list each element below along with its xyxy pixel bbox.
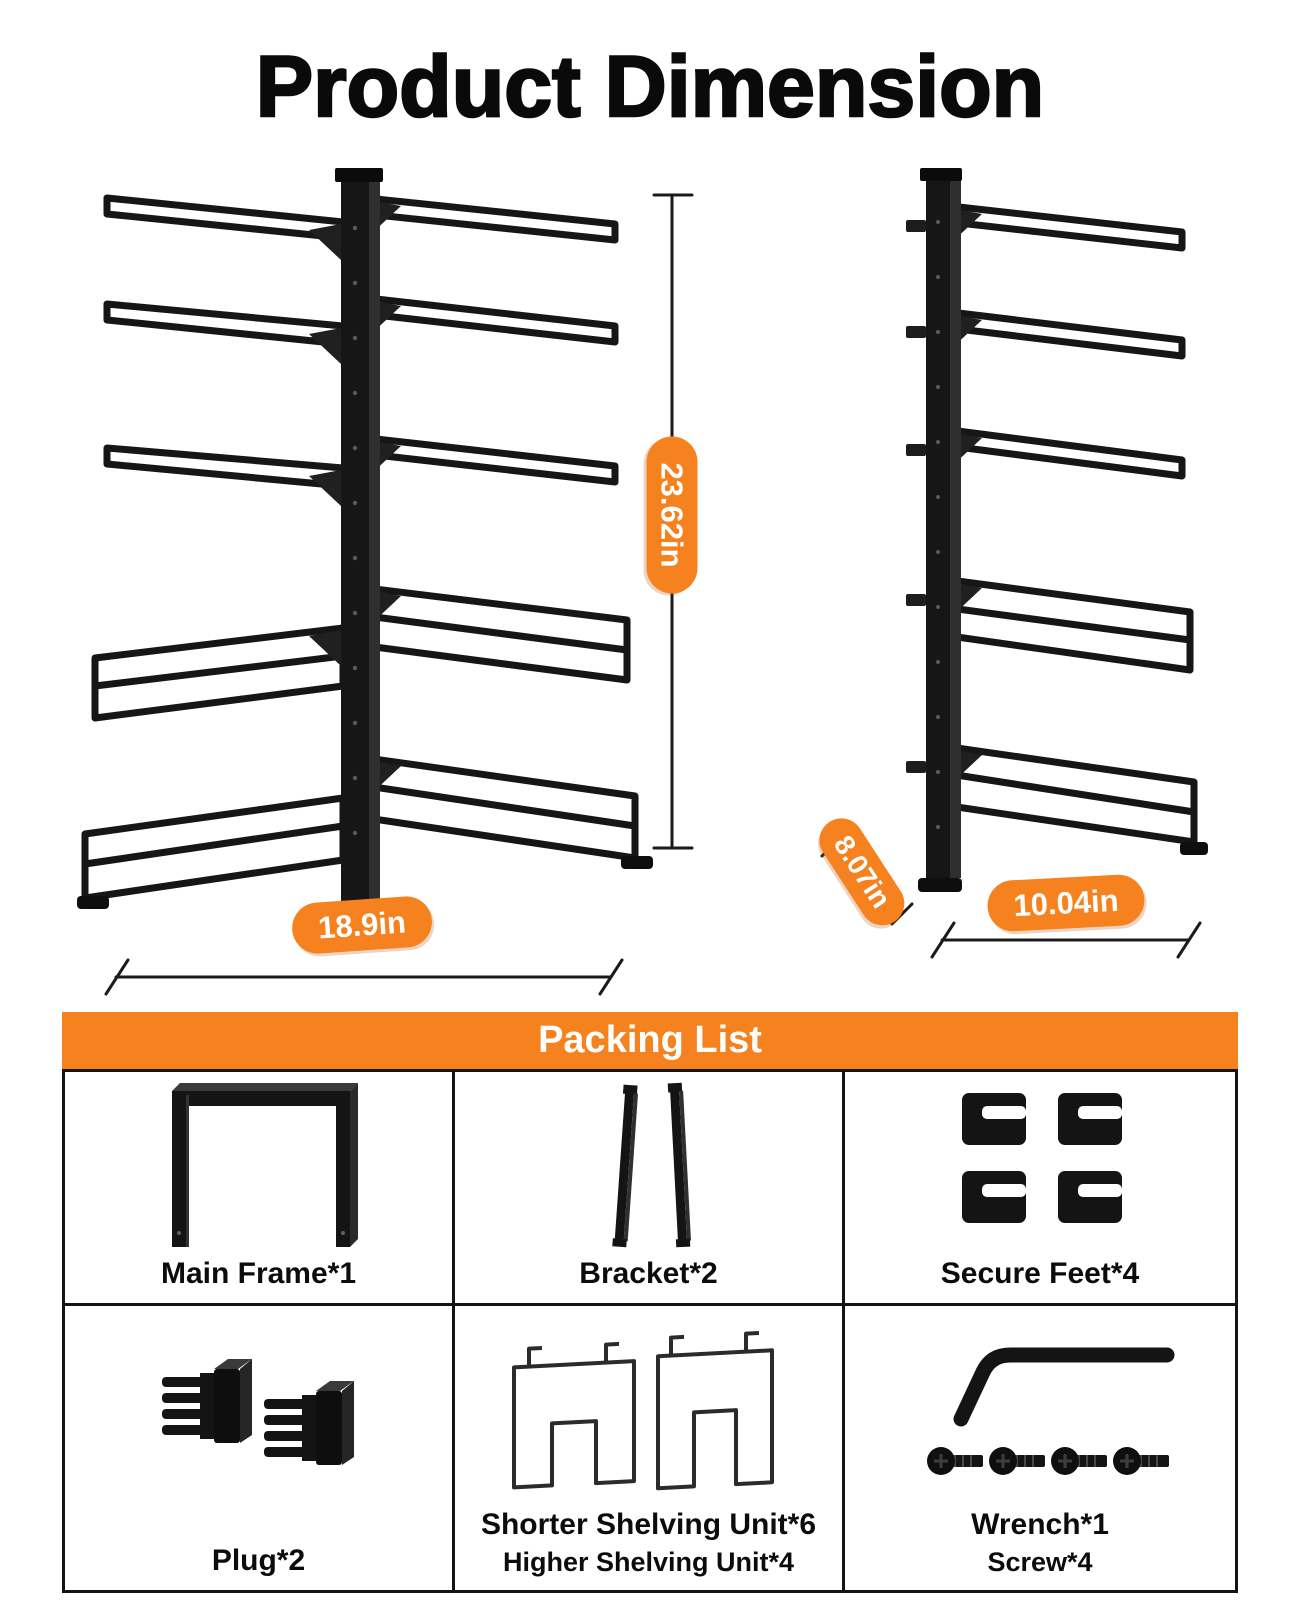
- plug-icon: [161, 1358, 354, 1465]
- wrench-screw-icon: [927, 1347, 1175, 1475]
- packing-item-wrench-screw: Wrench*1 Screw*4: [845, 1306, 1235, 1590]
- packing-list-title: Packing List: [538, 1019, 762, 1061]
- pot-rack-side-view: [906, 168, 1208, 892]
- width-dimension-badge: 18.9in: [290, 894, 434, 956]
- main-frame-icon: [171, 1083, 358, 1248]
- page-title: Product Dimension: [255, 38, 1046, 137]
- packing-item-shelving-units: Shorter Shelving Unit*6 Higher Shelving …: [455, 1306, 845, 1590]
- packing-item-label: Wrench*1: [971, 1507, 1109, 1541]
- packing-item-secure-feet: Secure Feet*4: [845, 1072, 1235, 1306]
- side-width-dimension-badge: 10.04in: [986, 873, 1146, 933]
- packing-item-plug: Plug*2: [65, 1306, 455, 1590]
- post-holes: [936, 220, 940, 829]
- screws: [927, 1446, 1169, 1475]
- height-dimension-badge: 23.62in: [646, 436, 698, 594]
- packing-item-label-2: Screw*4: [987, 1547, 1093, 1578]
- packing-item-label: Secure Feet*4: [940, 1256, 1140, 1290]
- post-holes: [352, 225, 358, 836]
- secure-feet-icon: [962, 1093, 1122, 1224]
- packing-list-header: Packing List: [62, 1012, 1238, 1069]
- arm-stubs: [906, 220, 926, 773]
- packing-item-main-frame: Main Frame*1: [65, 1072, 455, 1306]
- bracket-icon: [611, 1083, 691, 1248]
- packing-item-label: Main Frame*1: [160, 1256, 357, 1290]
- packing-item-label: Bracket*2: [579, 1256, 718, 1290]
- packing-item-bracket: Bracket*2: [455, 1072, 845, 1306]
- packing-list-grid: Main Frame*1: [62, 1069, 1238, 1593]
- packing-item-label: Plug*2: [211, 1543, 306, 1577]
- pot-rack-front-view: [77, 168, 653, 933]
- packing-item-label: Shorter Shelving Unit*6: [480, 1507, 817, 1541]
- shelving-unit-icon: [511, 1330, 774, 1491]
- packing-item-label-2: Higher Shelving Unit*4: [502, 1547, 795, 1578]
